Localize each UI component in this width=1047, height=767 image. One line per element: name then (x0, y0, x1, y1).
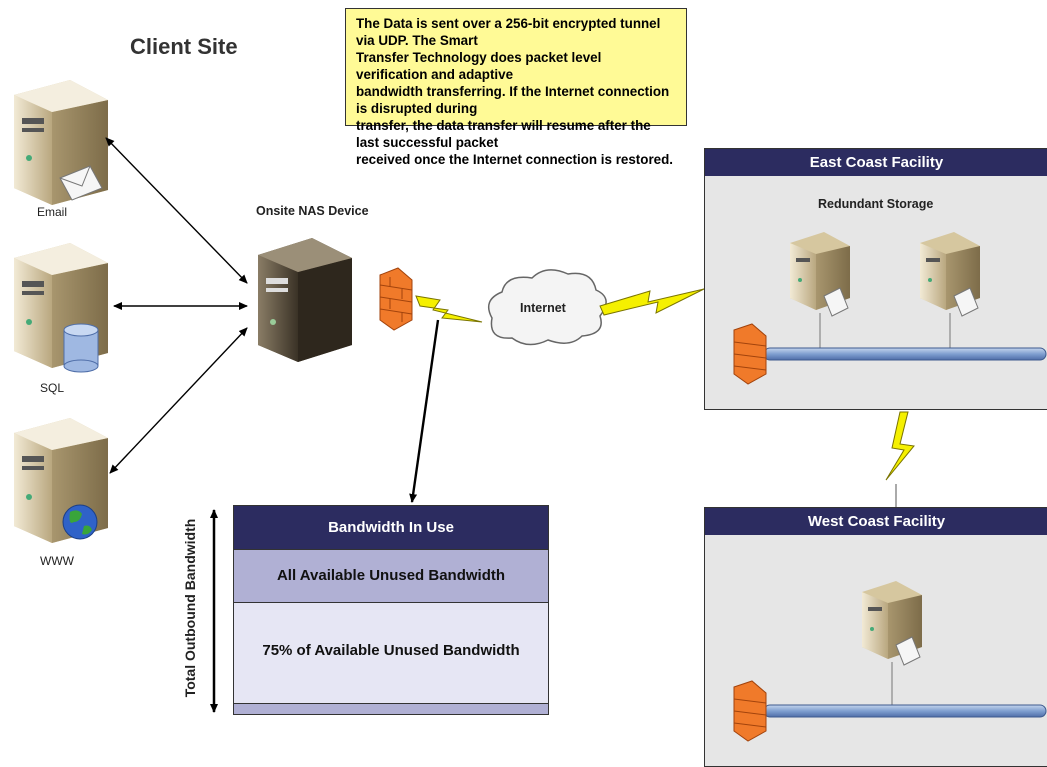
note-line: received once the Internet connection is… (356, 152, 674, 167)
lightning-link-icon (885, 411, 915, 481)
note-line: Transfer Technology does packet level ve… (356, 50, 602, 82)
east-facility-network (733, 232, 1047, 385)
east-coast-facility-title: East Coast Facility (705, 149, 1047, 176)
www-server-label: WWW (40, 554, 74, 568)
bandwidth-footer-row (234, 703, 548, 714)
storage-server-icon (862, 581, 922, 666)
note-line: transfer, the data transfer will resume … (356, 118, 651, 150)
web-server-icon (14, 418, 108, 543)
encryption-note: The Data is sent over a 256-bit encrypte… (345, 8, 687, 167)
network-backbone (763, 347, 1047, 361)
note-line: The Data is sent over a 256-bit encrypte… (356, 16, 661, 48)
bandwidth-table: Bandwidth In Use All Available Unused Ba… (233, 505, 549, 715)
bandwidth-arrow (409, 319, 440, 503)
client-site-title: Client Site (130, 34, 238, 59)
note-line: bandwidth transferring. If the Internet … (356, 84, 670, 116)
sql-server-icon (14, 243, 108, 373)
firewall-icon (733, 680, 767, 742)
storage-server-icon (920, 232, 980, 317)
internet-cloud-icon (487, 269, 607, 346)
network-backbone (763, 704, 1047, 718)
total-outbound-bandwidth-label: Total Outbound Bandwidth (182, 518, 198, 698)
www-link-arrow (109, 327, 248, 474)
nas-device-icon (258, 238, 352, 362)
lightning-link-icon (599, 288, 705, 316)
email-link-arrow (105, 137, 248, 284)
partial-bandwidth-row: 75% of Available Unused Bandwidth (234, 602, 548, 703)
redundant-storage-label: Redundant Storage (818, 197, 934, 211)
west-coast-facility-title: West Coast Facility (705, 508, 1047, 535)
nas-device-label: Onsite NAS Device (256, 204, 369, 218)
email-server-icon (14, 80, 108, 205)
firewall-icon (733, 323, 767, 385)
bandwidth-in-use-row: Bandwidth In Use (234, 506, 548, 549)
unused-bandwidth-row: All Available Unused Bandwidth (234, 549, 548, 602)
firewall-icon (379, 267, 413, 331)
storage-server-icon (790, 232, 850, 317)
west-facility-network (733, 581, 1047, 742)
email-server-label: Email (37, 205, 68, 219)
lightning-link-icon (415, 295, 483, 323)
sql-server-label: SQL (40, 381, 65, 395)
internet-label: Internet (520, 301, 566, 315)
